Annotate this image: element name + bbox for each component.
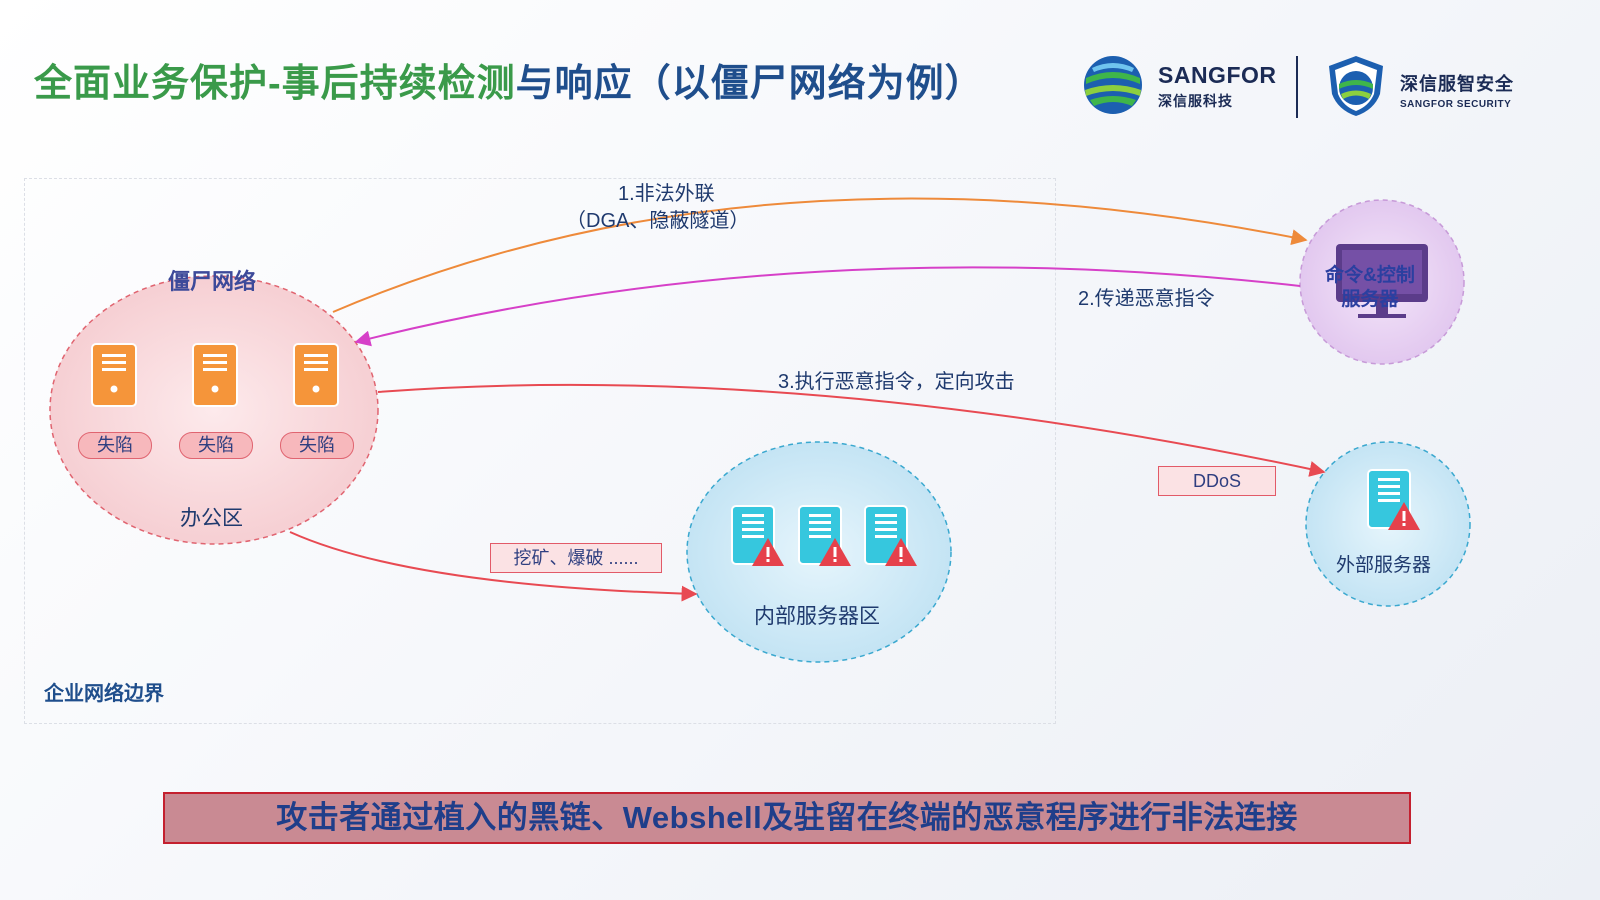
logo-divider [1296, 56, 1298, 118]
security-en: SANGFOR SECURITY [1400, 99, 1512, 110]
cc-server-label-line2: 服务器 [1341, 289, 1399, 310]
cc-server-label-line1: 命令&控制 [1325, 265, 1415, 286]
warning-icon [819, 538, 851, 566]
sangfor-security-logo-text: 深信服智安全 SANGFOR SECURITY [1400, 70, 1514, 110]
summary-banner: 攻击者通过植入的黑链、Webshell及驻留在终端的恶意程序进行非法连接 [163, 792, 1411, 844]
brand-cn: 深信服科技 [1158, 93, 1233, 109]
security-cn: 深信服智安全 [1400, 74, 1514, 94]
step3-label: 3.执行恶意指令，定向攻击 [778, 371, 1015, 393]
monitor-icon [1336, 244, 1428, 318]
page-title-part1: 全面业务保护-事后持续检测 [34, 63, 516, 105]
office-zone-label: 办公区 [180, 507, 243, 530]
compromised-tag: 失陷 [78, 432, 152, 459]
botnet-title: 僵尸网络 [168, 269, 257, 294]
cc-server-label: 命令&控制 服务器 [1310, 264, 1430, 312]
server-icon [293, 343, 339, 407]
page-title-part2: 与响应（以僵尸网络为例） [515, 63, 984, 105]
step1-label: 1.非法外联 [618, 183, 715, 205]
globe-logo-icon [1084, 56, 1142, 114]
sangfor-logo-text: SANGFOR 深信服科技 [1158, 62, 1277, 111]
warning-icon [885, 538, 917, 566]
ddos-tag: DDoS [1158, 466, 1276, 496]
arrow-internal-attack [289, 531, 698, 602]
step1-sublabel: （DGA、隐蔽隧道） [566, 210, 750, 232]
warning-icon [1388, 502, 1420, 530]
server-icon [192, 343, 238, 407]
page-title: 全面业务保护-事后持续检测与响应（以僵尸网络为例） [34, 52, 984, 107]
internal-zone-label: 内部服务器区 [754, 605, 880, 628]
external-server-label: 外部服务器 [1336, 555, 1432, 576]
server-icon [91, 343, 137, 407]
enterprise-boundary-label: 企业网络边界 [44, 683, 164, 705]
enterprise-boundary-box [24, 178, 1056, 724]
summary-banner-text: 攻击者通过植入的黑链、Webshell及驻留在终端的恶意程序进行非法连接 [276, 800, 1298, 835]
arrow-illegal-outbound [332, 197, 1308, 313]
shield-logo-icon [1329, 56, 1383, 116]
warning-icon [752, 538, 784, 566]
brand-en: SANGFOR [1158, 62, 1277, 88]
arrow-malicious-command [354, 266, 1301, 347]
arrow-targeted-attack [377, 383, 1326, 477]
compromised-tag: 失陷 [179, 432, 253, 459]
compromised-tag: 失陷 [280, 432, 354, 459]
internal-attack-tag: 挖矿、爆破 ...... [490, 543, 662, 573]
step2-label: 2.传递恶意指令 [1078, 288, 1215, 310]
